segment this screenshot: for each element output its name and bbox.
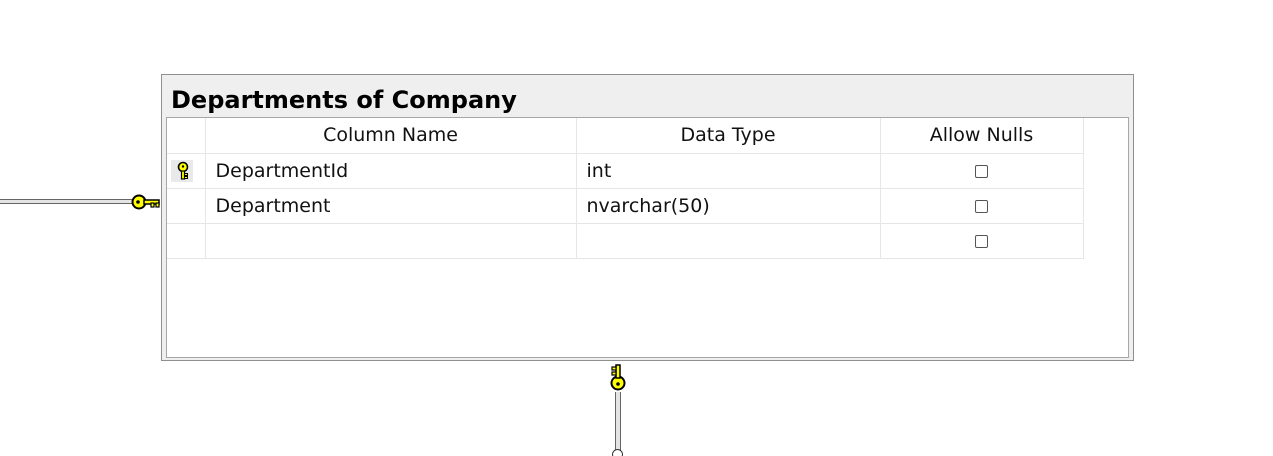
table-window[interactable]: Departments of Company Column Name Data …: [161, 74, 1134, 361]
allow-nulls-cell[interactable]: [880, 223, 1084, 259]
relationship-line-bottom[interactable]: [615, 392, 621, 452]
allow-nulls-checkbox[interactable]: [975, 234, 988, 248]
table-row[interactable]: [167, 223, 1084, 259]
table-row[interactable]: DepartmentId int: [167, 153, 1084, 189]
header-row: Column Name Data Type Allow Nulls: [167, 118, 1084, 154]
allow-nulls-checkbox[interactable]: [975, 164, 988, 178]
primary-key-icon: [176, 161, 190, 186]
column-name-cell[interactable]: Department: [205, 188, 577, 224]
column-name-cell[interactable]: DepartmentId: [205, 153, 577, 189]
data-type-text: int: [586, 159, 612, 182]
data-type-text: nvarchar(50): [586, 194, 710, 217]
data-type-cell[interactable]: nvarchar(50): [576, 188, 881, 224]
row-selector[interactable]: [167, 188, 206, 224]
row-selector[interactable]: [167, 223, 206, 259]
data-type-text: [577, 230, 587, 252]
relationship-key-icon-left[interactable]: [131, 193, 161, 215]
column-grid-table: Column Name Data Type Allow Nulls: [167, 118, 1084, 259]
row-selector-header: [167, 118, 206, 154]
relationship-line-left[interactable]: [0, 199, 136, 204]
column-name-header[interactable]: Column Name: [205, 118, 577, 154]
column-grid[interactable]: Column Name Data Type Allow Nulls: [166, 117, 1129, 358]
column-name-text: [206, 230, 216, 252]
relationship-key-icon-bottom[interactable]: [608, 363, 628, 397]
allow-nulls-header[interactable]: Allow Nulls: [880, 118, 1084, 154]
data-type-header[interactable]: Data Type: [576, 118, 881, 154]
allow-nulls-checkbox[interactable]: [975, 199, 988, 213]
allow-nulls-cell[interactable]: [880, 153, 1084, 189]
data-type-cell[interactable]: int: [576, 153, 881, 189]
column-name-text: DepartmentId: [215, 159, 349, 182]
relationship-end-icon[interactable]: [612, 449, 623, 456]
data-type-cell[interactable]: [576, 223, 881, 259]
allow-nulls-cell[interactable]: [880, 188, 1084, 224]
column-name-text: Department: [215, 194, 331, 217]
column-name-cell[interactable]: [205, 223, 577, 259]
row-selector[interactable]: [167, 153, 206, 189]
table-row[interactable]: Department nvarchar(50): [167, 188, 1084, 224]
table-title[interactable]: Departments of Company: [171, 86, 517, 114]
